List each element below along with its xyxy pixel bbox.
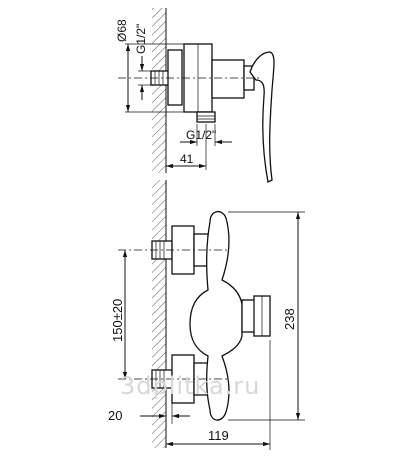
- watermark: 3dplitka.ru: [120, 372, 260, 400]
- dim-top-thread-horizontal: G1/2": [186, 128, 216, 142]
- dim-top-thread-vertical: G1/2": [134, 24, 148, 54]
- top-wall-hatch: [152, 8, 166, 173]
- top-cartridge: [211, 59, 245, 99]
- side-wall-hatch: [152, 180, 166, 448]
- top-view: Ø68 G1/2" G1/2" 41: [115, 8, 275, 183]
- dim-top-depth: 41: [180, 152, 194, 166]
- dim-wall-offset: 20: [108, 408, 122, 423]
- side-view: 150±20 238 20 119: [108, 180, 305, 450]
- lower-inlet: [151, 354, 209, 404]
- dim-top-diameter: Ø68: [115, 19, 129, 42]
- dim-total-depth: 119: [208, 428, 229, 443]
- top-outlet-thread: [196, 111, 216, 123]
- dim-total-height: 238: [282, 308, 297, 330]
- top-escutcheon: [167, 49, 183, 106]
- mixer-body: [189, 211, 243, 421]
- dim-center-distance: 150±20: [110, 299, 125, 342]
- top-lever: [249, 51, 275, 183]
